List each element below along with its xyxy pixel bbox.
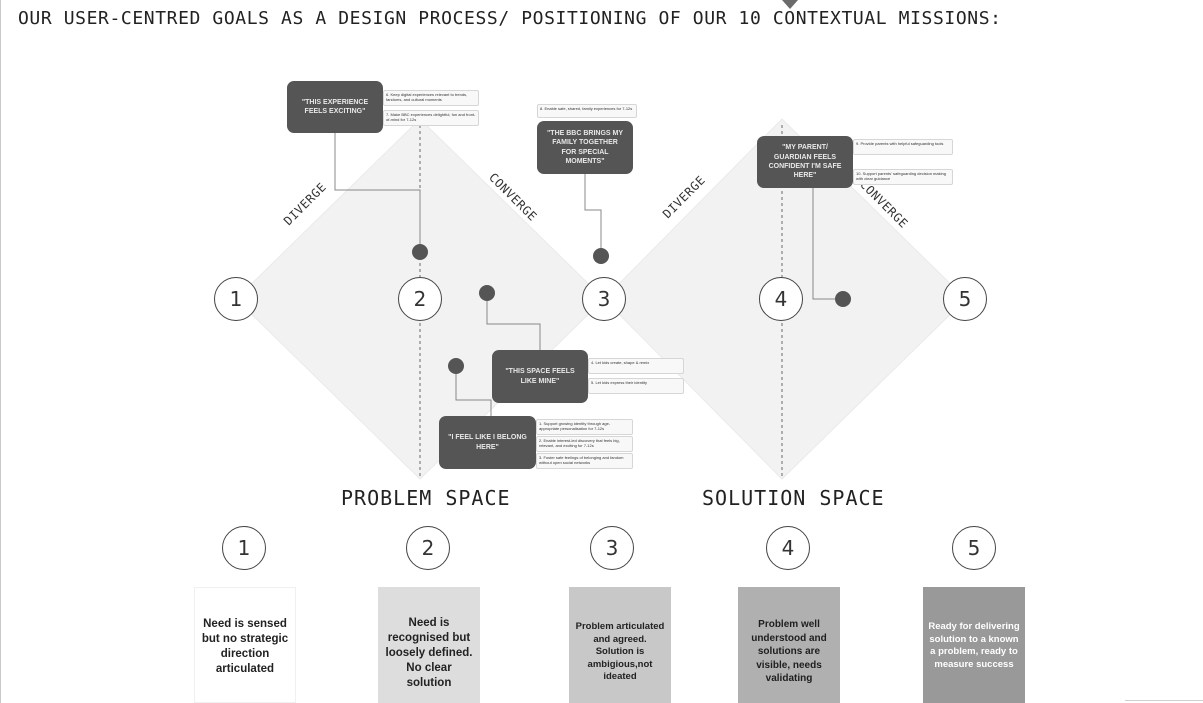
goal-note: 5. Let kids express their identity	[588, 378, 684, 394]
diamond-stage-2: 2	[398, 277, 442, 321]
stage-box-4: Problem well understood and solutions ar…	[738, 587, 840, 703]
connector-mine	[486, 293, 541, 350]
goal-note: 4. Let kids create, shape & remix	[588, 358, 684, 374]
mission-mine: "THIS SPACE FEELS LIKE MINE"	[492, 350, 588, 403]
left-frame-line	[0, 0, 1, 703]
goal-note: 3. Foster safe feelings of belonging and…	[536, 453, 633, 469]
position-dot-exciting	[412, 244, 428, 260]
stage-description: Need is sensed but no strategic directio…	[201, 618, 289, 675]
page-title: OUR USER-CENTRED GOALS AS A DESIGN PROCE…	[18, 8, 1002, 29]
mission-exciting: "THIS EXPERIENCE FEELS EXCITING"	[287, 81, 383, 133]
stage-description: Problem articulated and agreed. Solution…	[575, 621, 665, 682]
solution-space-label: SOLUTION SPACE	[702, 486, 885, 510]
connector-belong	[455, 366, 492, 416]
connector-parent	[812, 188, 843, 300]
stage-description: Ready for delivering solution to a known…	[928, 621, 1020, 670]
goal-note: 2. Enable interest-led discovery that fe…	[536, 436, 633, 452]
top-pointer-triangle-icon	[782, 0, 798, 9]
stage-description: Problem well understood and solutions ar…	[751, 619, 827, 684]
diamond-stage-3: 3	[582, 277, 626, 321]
mission-parent: "MY PARENT/ GUARDIAN FEELS CONFIDENT I'M…	[757, 136, 853, 188]
mission-belong: "I FEEL LIKE I BELONG HERE"	[439, 416, 536, 469]
goal-note: 9. Provide parents with helpful safeguar…	[853, 139, 953, 155]
goal-note: 8. Enable safe, shared, family experienc…	[537, 104, 637, 118]
position-dot-belong	[448, 358, 464, 374]
diamond-stage-1: 1	[214, 277, 258, 321]
stage-number-2: 2	[406, 526, 450, 570]
diamond-stage-4: 4	[759, 277, 803, 321]
stage-box-1: Need is sensed but no strategic directio…	[194, 587, 296, 703]
goal-note: 7. Make BBC experiences delightful, fun …	[383, 110, 479, 126]
connector-exciting	[334, 133, 421, 252]
goal-note: 1. Support growing identity through age-…	[536, 419, 633, 435]
stage-number-5: 5	[952, 526, 996, 570]
connector-family	[584, 174, 602, 256]
goal-note: 6. Keep digital experiences relevant to …	[383, 90, 479, 106]
position-dot-mine	[479, 285, 495, 301]
stage-number-4: 4	[766, 526, 810, 570]
position-dot-parent	[835, 291, 851, 307]
bottom-edge-line	[1125, 700, 1203, 701]
stage-box-3: Problem articulated and agreed. Solution…	[569, 587, 671, 703]
goal-note: 10. Support parents' safeguarding decisi…	[853, 169, 953, 185]
stage-description: Need is recognised but loosely defined. …	[385, 617, 473, 689]
position-dot-family	[593, 248, 609, 264]
stage-box-2: Need is recognised but loosely defined. …	[378, 587, 480, 703]
stage-box-5: Ready for delivering solution to a known…	[923, 587, 1025, 703]
mission-family: "THE BBC BRINGS MY FAMILY TOGETHER FOR S…	[537, 121, 633, 174]
stage-number-1: 1	[222, 526, 266, 570]
stage-number-3: 3	[590, 526, 634, 570]
diamond-stage-5: 5	[943, 277, 987, 321]
problem-space-label: PROBLEM SPACE	[341, 486, 511, 510]
